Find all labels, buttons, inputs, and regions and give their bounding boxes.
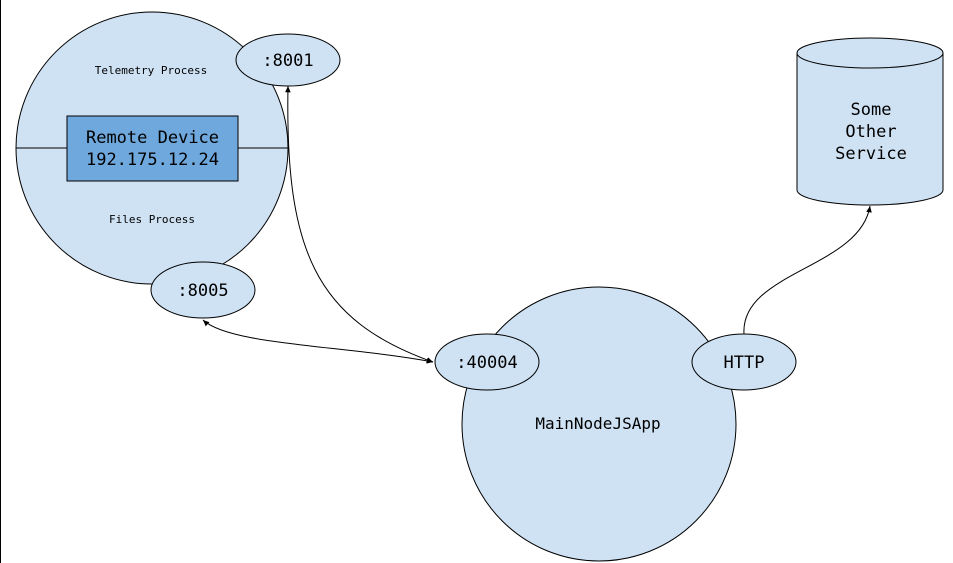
port-8001: :8001 bbox=[235, 33, 341, 87]
port-8005-label: :8005 bbox=[177, 281, 228, 301]
port-8001-ellipse bbox=[235, 33, 341, 87]
service-line-2: Other bbox=[845, 122, 896, 142]
remote-device-title: Remote Device bbox=[86, 128, 219, 148]
port-40004: :40004 bbox=[434, 333, 540, 391]
files-process-label: Files Process bbox=[109, 213, 195, 226]
port-40004-ellipse bbox=[434, 333, 540, 391]
service-line-1: Some bbox=[851, 100, 892, 120]
connector-8005-to-40004 bbox=[202, 319, 434, 364]
connector-http-to-service bbox=[743, 205, 872, 335]
remote-node: Telemetry Process Files Process Remote D… bbox=[15, 11, 289, 285]
remote-device-ip: 192.175.12.24 bbox=[86, 150, 219, 170]
other-service-cylinder: Some Other Service bbox=[796, 37, 944, 206]
port-40004-label: :40004 bbox=[456, 353, 517, 373]
port-http-ellipse bbox=[691, 333, 797, 391]
port-http: HTTP bbox=[691, 333, 797, 391]
connector-8001-to-40004 bbox=[285, 85, 434, 363]
port-http-label: HTTP bbox=[724, 353, 765, 373]
telemetry-process-label: Telemetry Process bbox=[95, 64, 208, 77]
main-node-label: MainNodeJSApp bbox=[535, 414, 660, 433]
cylinder-top bbox=[796, 37, 944, 69]
port-8005: :8005 bbox=[150, 261, 256, 319]
main-node: MainNodeJSApp bbox=[461, 286, 737, 562]
remote-device-box bbox=[66, 115, 239, 182]
service-line-3: Service bbox=[835, 144, 907, 164]
port-8005-ellipse bbox=[150, 261, 256, 319]
cylinder-body bbox=[796, 53, 944, 206]
port-8001-label: :8001 bbox=[262, 51, 313, 71]
